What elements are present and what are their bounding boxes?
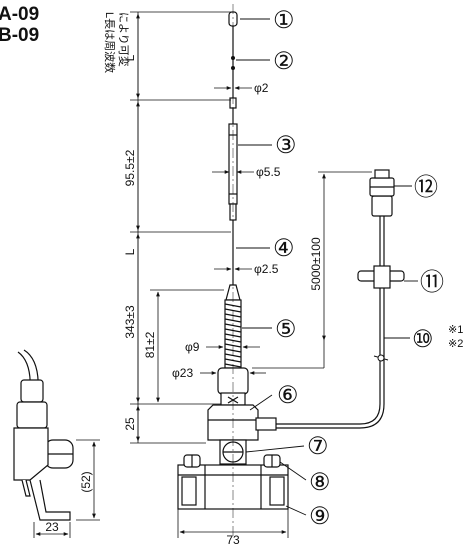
dim-L-top: L [123,54,137,61]
dim-343: 343±3 [123,305,137,339]
note-1: ※1 [448,324,463,336]
callout-4: ④ [273,235,295,262]
dim-cable-length: 5000±100 [309,237,323,291]
L-note-line1: L長は周波数 [103,12,116,73]
dim-L-mid: L [123,248,137,255]
dim-81: 81±2 [143,331,157,358]
dim-phi23: φ23 [172,366,193,380]
dim-phi9: φ9 [185,340,200,354]
callout-12: ⑫ [414,174,438,201]
callout-7: ⑦ [307,433,329,460]
model-code-a: A-09 [0,4,40,25]
dim-52: (52) [79,471,93,492]
callout-3: ③ [275,132,297,159]
side-view [13,349,74,521]
dim-phi5-5: φ5.5 [256,165,281,179]
L-note-line2: により可変 [117,12,131,67]
connector-body [369,169,395,217]
dim-73: 73 [226,533,240,546]
dim-95-5: 95.5±2 [123,149,137,186]
callout-8: ⑧ [309,469,331,496]
callout-11: ⑪ [420,269,444,296]
callout-2: ② [273,48,295,75]
note-2: ※2 [448,338,463,350]
callout-10: ⑩ [412,326,434,353]
dim-25: 25 [123,417,137,431]
callout-6: ⑥ [277,382,299,409]
callout-1: ① [273,7,295,34]
dim-23: 23 [45,520,59,534]
coax-cable [276,300,381,425]
callout-9: ⑨ [309,503,331,530]
dim-phi2-5: φ2.5 [254,262,279,276]
dim-phi2: φ2 [254,81,269,95]
callout-5: ⑤ [275,316,297,343]
model-code-b: B-09 [0,25,40,46]
